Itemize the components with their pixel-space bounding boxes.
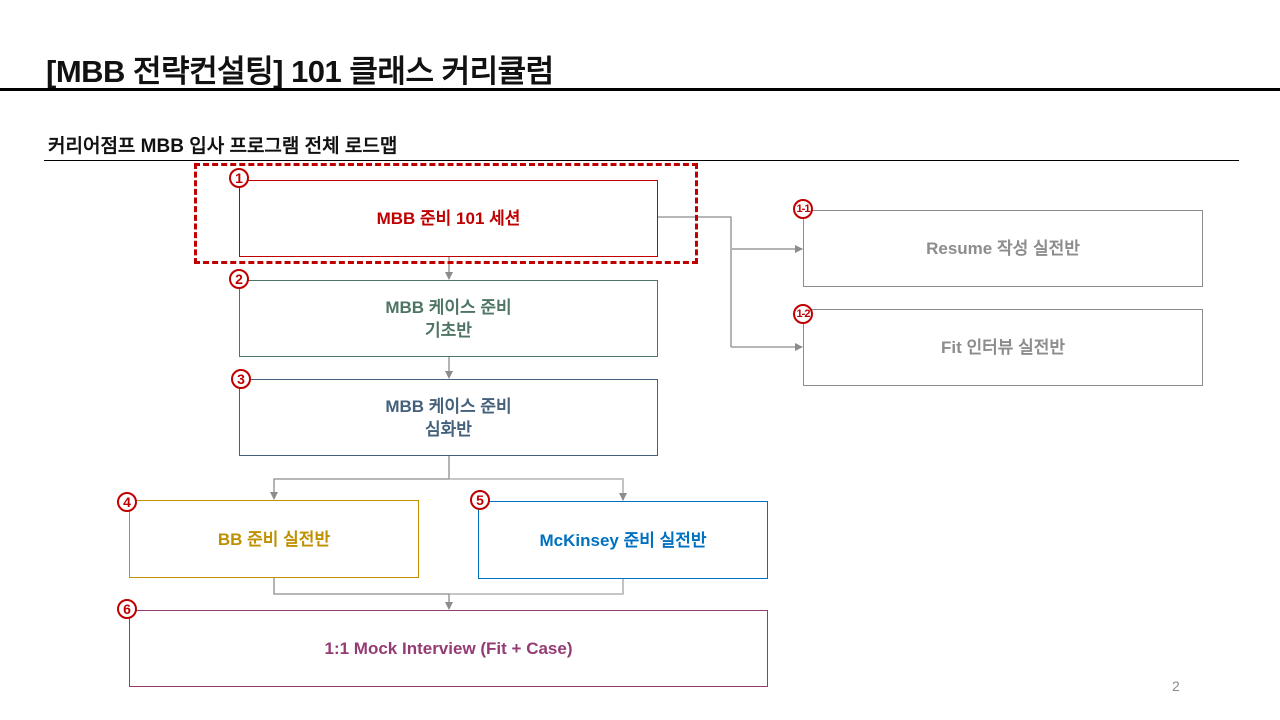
step-box-5[interactable]: McKinsey 준비 실전반	[478, 501, 768, 579]
connector-4-to-6	[273, 578, 449, 595]
highlight-frame	[194, 163, 698, 264]
step-box-1[interactable]: MBB 준비 101 세션	[239, 180, 658, 257]
step-badge-4: 4	[117, 492, 137, 512]
step-box-3[interactable]: MBB 케이스 준비 심화반	[239, 379, 658, 456]
step-label-5: McKinsey 준비 실전반	[539, 530, 707, 550]
step-box-1-1[interactable]: Resume 작성 실전반	[803, 210, 1203, 287]
connector-5-to-6	[449, 579, 624, 595]
step-label-6: 1:1 Mock Interview (Fit + Case)	[324, 639, 573, 658]
step-badge-3: 3	[231, 369, 251, 389]
page-number: 2	[1172, 678, 1180, 694]
step-box-2[interactable]: MBB 케이스 준비 기초반	[239, 280, 658, 357]
step-badge-2: 2	[229, 269, 249, 289]
connector-3-to-5	[449, 478, 627, 501]
step-badge-1: 1	[229, 168, 249, 188]
step-label-2: MBB 케이스 준비 기초반	[385, 297, 512, 340]
step-box-1-2[interactable]: Fit 인터뷰 실전반	[803, 309, 1203, 386]
step-label-3: MBB 케이스 준비 심화반	[385, 396, 512, 439]
step-label-1: MBB 준비 101 세션	[376, 209, 521, 228]
step-badge-1-2: 1-2	[793, 304, 813, 324]
slide-title: [MBB 전략컨설팅] 101 클래스 커리큘럼	[46, 54, 554, 89]
step-label-4: BB 준비 실전반	[217, 529, 331, 549]
title-divider	[0, 88, 1280, 91]
connector-1-trunk	[657, 216, 732, 347]
step-badge-6: 6	[117, 599, 137, 619]
section-subtitle: 커리어점프 MBB 입사 프로그램 전체 로드맵	[48, 136, 398, 157]
step-box-6[interactable]: 1:1 Mock Interview (Fit + Case)	[129, 610, 768, 687]
subtitle-divider	[44, 160, 1239, 161]
connector-3-to-4	[270, 478, 449, 500]
step-label-1-1: Resume 작성 실전반	[926, 239, 1080, 258]
step-label-1-2: Fit 인터뷰 실전반	[940, 338, 1066, 357]
step-box-4[interactable]: BB 준비 실전반	[129, 500, 419, 578]
step-badge-5: 5	[470, 490, 490, 510]
step-badge-1-1: 1-1	[793, 199, 813, 219]
